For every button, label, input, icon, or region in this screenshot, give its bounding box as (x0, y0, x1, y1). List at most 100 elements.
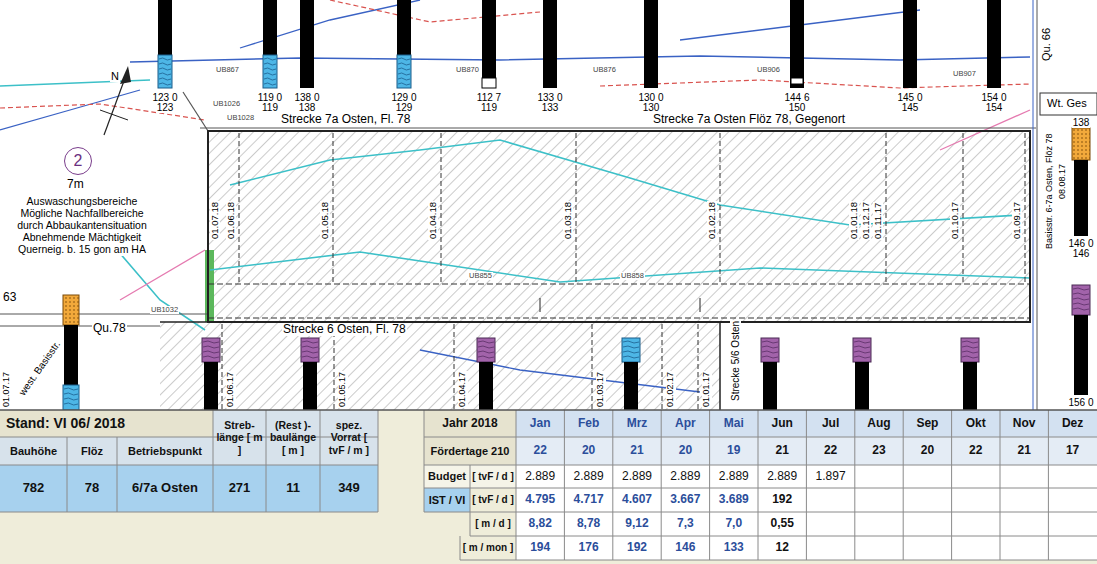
table-cell: [ m / mon ] (460, 536, 516, 560)
date-label: 01.04.17 (458, 371, 468, 408)
table-grid (854, 410, 855, 560)
seam-symbol (962, 341, 978, 343)
borehole-bar (543, 0, 557, 88)
table-cell-ground (0, 410, 213, 437)
survey-point: UB867 (215, 66, 240, 74)
date-label: 01.03.17 (596, 371, 606, 408)
seam-box (622, 338, 640, 362)
survey-point: UB907 (952, 70, 977, 78)
table-cell: 3.667 (661, 488, 709, 512)
borehole-bar (64, 325, 78, 385)
seam-symbol (962, 346, 978, 348)
elevation-value: 129 (395, 102, 414, 113)
date-label: 01.10.17 (950, 201, 960, 240)
borehole-bar (763, 362, 777, 410)
panel-outline (160, 321, 208, 323)
seam-symbol (159, 63, 171, 65)
table-cell: 21 (758, 437, 806, 465)
seam-symbol (203, 341, 219, 343)
date-label: 01.03.18 (563, 201, 573, 240)
table-cell: Betriebspunkt (117, 437, 213, 465)
map-label: N (110, 70, 120, 82)
seam-symbol (264, 78, 276, 80)
table-cell: 2.889 (661, 465, 709, 488)
face-position-line (886, 133, 887, 282)
seam-symbol (398, 78, 410, 80)
date-label: 01.06.17 (226, 371, 236, 408)
seam-symbol (1073, 308, 1089, 310)
date-label: 01.12.17 (861, 201, 871, 240)
face-position-line (334, 324, 335, 410)
roadway (183, 92, 208, 131)
table-cell: 1.897 (806, 465, 854, 488)
seam-box (761, 338, 779, 362)
seam-symbol (478, 346, 494, 348)
table-cell: 2.889 (710, 465, 758, 488)
gate-marker (700, 298, 701, 312)
table-grid (424, 437, 1097, 438)
borehole-bar (624, 362, 638, 410)
table-cell: 133 (710, 536, 758, 560)
borehole-bar (903, 0, 917, 88)
table-cell: 2.889 (516, 465, 564, 488)
seam-box (477, 338, 495, 362)
table-cell: Mai (710, 410, 758, 437)
date-label: 01.02.17 (666, 371, 676, 408)
seam-symbol (854, 356, 870, 358)
map-label: Querneig. b. 15 gon am HA (17, 244, 147, 256)
date-label: 01.06.18 (226, 201, 236, 240)
borehole-bar (479, 362, 493, 410)
seam-symbol (203, 351, 219, 353)
table-cell: Jan (516, 410, 564, 437)
survey-line (230, 140, 1020, 225)
seam-symbol (302, 356, 318, 358)
table-grid (1048, 410, 1049, 560)
seam-symbol (159, 73, 171, 75)
seam-box (63, 295, 79, 325)
table-grid (612, 410, 613, 560)
date-label: 01.07.17 (2, 371, 12, 408)
table-cell: Bauhöhe (0, 437, 67, 465)
seam-symbol (203, 346, 219, 348)
table-grid (806, 410, 807, 560)
roadway (0, 326, 160, 327)
map-label: Basisstr. 6-7a Osten, Flöz 78 (1045, 132, 1055, 250)
table-cell-ground (0, 465, 378, 512)
table-cell: 22 (806, 437, 854, 465)
table-cell: Flöz (67, 437, 117, 465)
date-label: 01.09.17 (1012, 201, 1022, 240)
seam-symbol (623, 351, 639, 353)
elevation-value: 133 (541, 102, 560, 113)
seam-box (791, 78, 803, 84)
map-label: Strecke 5/6 Osten (730, 320, 741, 402)
table-cell: Budget (424, 465, 470, 488)
survey-line (120, 250, 205, 300)
seam-symbol (762, 351, 778, 353)
table-grid (460, 560, 1097, 561)
table-cell: Apr (661, 410, 709, 437)
borehole-bar (855, 362, 869, 410)
seam-symbol (762, 356, 778, 358)
borehole-bar (303, 362, 317, 410)
seam-symbol (1073, 288, 1089, 290)
table-grid (460, 536, 461, 560)
table-cell: 7,0 (710, 512, 758, 536)
table-cell: 176 (564, 536, 612, 560)
seam-symbol (302, 346, 318, 348)
table-cell: Streb- länge [ m ] (213, 410, 266, 465)
seam-symbol (478, 341, 494, 343)
borehole-bar (300, 0, 314, 88)
seam-symbol (264, 73, 276, 75)
table-grid (564, 410, 565, 560)
table-cell: Stand: VI 06/ 2018 (4, 410, 212, 437)
survey-point: UB870 (455, 66, 480, 74)
seam-symbol (203, 356, 219, 358)
roadway (200, 128, 1036, 129)
seam-box (1072, 285, 1090, 315)
face-position-line (576, 133, 577, 282)
seam-box (1072, 128, 1090, 160)
table-cell: Jul (806, 410, 854, 437)
seam-symbol (159, 68, 171, 70)
seam-symbol (64, 398, 78, 400)
table-cell: 192 (613, 536, 661, 560)
